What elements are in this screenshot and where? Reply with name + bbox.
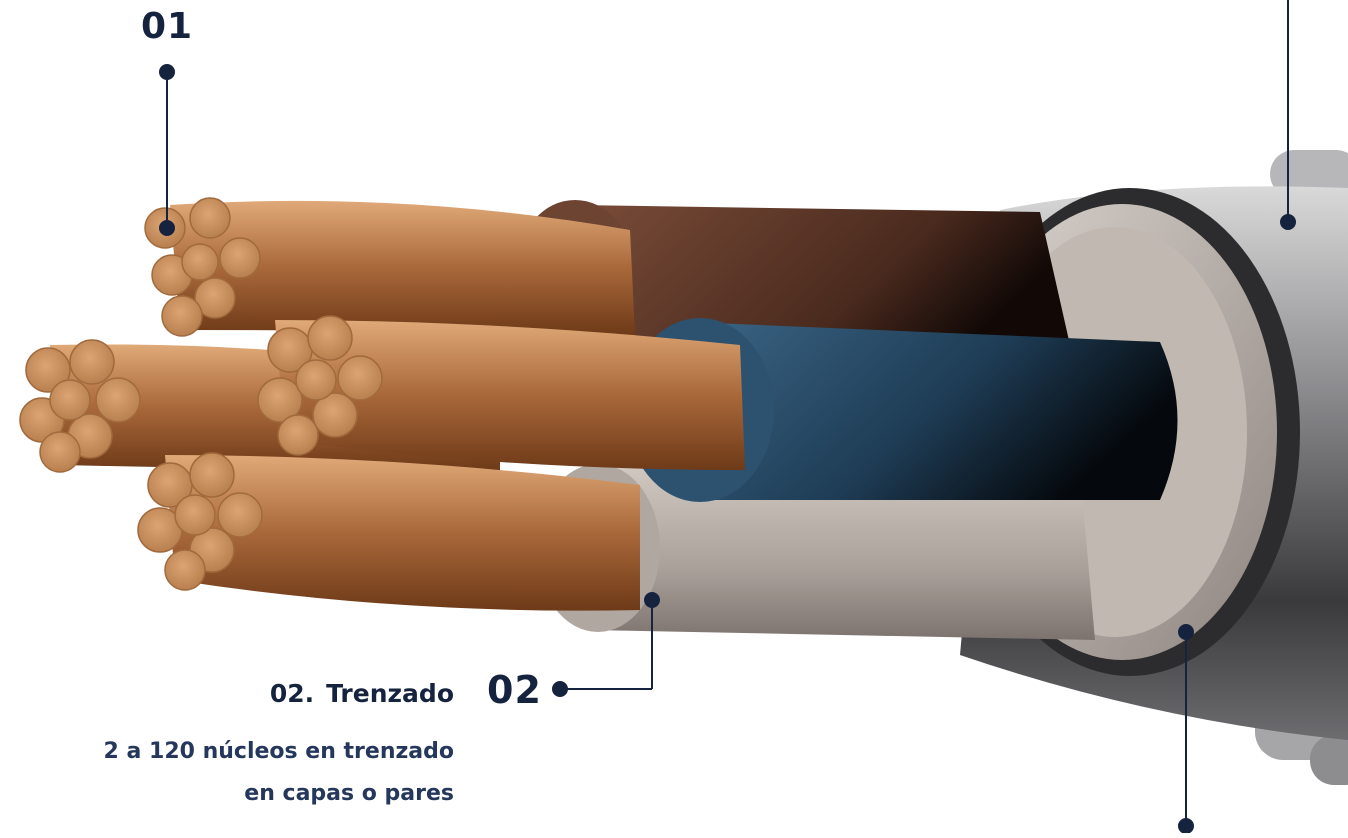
- callout-description-line-2: en capas o pares: [244, 781, 454, 806]
- strand-bundle-center: [257, 315, 745, 470]
- leader-02: [552, 592, 660, 697]
- leader-sheath: [1178, 624, 1194, 834]
- callout-number-01: 01: [141, 6, 194, 47]
- leader-top-right: [1280, 0, 1296, 230]
- callout-description-line-1: 2 a 120 núcleos en trenzado: [103, 739, 454, 764]
- callout-description: 2 a 120 núcleos en trenzado en capas o p…: [34, 731, 454, 815]
- callout-number-02: 02: [487, 668, 542, 712]
- callout-title-text: Trenzado: [326, 679, 454, 708]
- strand-bundle-bottom: [137, 452, 640, 611]
- callout-title-number: 02.: [269, 679, 315, 708]
- leader-01: [159, 64, 175, 236]
- copper-strands: [19, 197, 745, 611]
- callout-title: 02. Trenzado: [270, 679, 454, 708]
- strand-bundle-top: [144, 197, 635, 337]
